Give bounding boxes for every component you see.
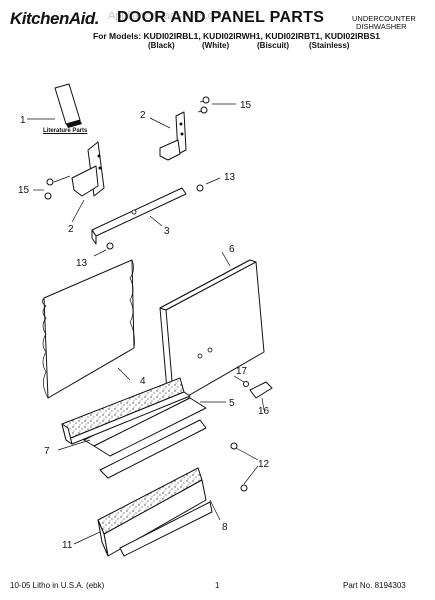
callout-13: 13 bbox=[76, 258, 88, 269]
hinge-rail bbox=[91, 187, 187, 245]
kick-plate-lower bbox=[73, 467, 221, 557]
callout-6: 6 bbox=[229, 244, 235, 255]
callout-13: 13 bbox=[224, 172, 236, 183]
callout-15: 15 bbox=[240, 100, 252, 111]
callout-2: 2 bbox=[140, 110, 146, 121]
callout-11: 11 bbox=[62, 540, 73, 551]
callout-4: 4 bbox=[140, 376, 146, 387]
screw-15-lower-a bbox=[46, 178, 54, 186]
toe-kick-upper bbox=[57, 377, 226, 479]
callout-8: 8 bbox=[222, 522, 228, 533]
screw-12-lower bbox=[240, 484, 248, 492]
callout-12: 12 bbox=[258, 459, 270, 470]
callout-1: 1 bbox=[20, 115, 26, 126]
watermark: AppliancePartsPros.com bbox=[108, 10, 229, 22]
screw-12-upper bbox=[230, 442, 238, 450]
latch-handle bbox=[249, 381, 273, 411]
screw-13-left bbox=[93, 242, 114, 257]
callout-15: 15 bbox=[18, 185, 30, 196]
models-line: For Models: KUDI02IRBL1, KUDI02IRWH1, KU… bbox=[93, 31, 381, 41]
outer-door-panel bbox=[159, 251, 265, 405]
screw-15-lower-b bbox=[44, 192, 52, 200]
brand-logo: KitchenAid. bbox=[10, 9, 99, 28]
color-black: (Black) bbox=[148, 41, 175, 50]
color-white: (White) bbox=[202, 41, 230, 50]
page-title: DOOR AND PANEL PARTS bbox=[117, 9, 325, 26]
footer-page-number: 1 bbox=[215, 581, 220, 590]
color-biscuit: (Biscuit) bbox=[257, 41, 289, 50]
callout-5: 5 bbox=[229, 398, 235, 409]
callout-16: 16 bbox=[258, 406, 270, 417]
screw-13-right bbox=[196, 177, 221, 192]
callout-3: 3 bbox=[164, 226, 170, 237]
inner-door-panel bbox=[42, 259, 135, 399]
literature-booklet bbox=[27, 83, 82, 128]
hinge-bracket-lower bbox=[71, 141, 105, 223]
category-line-2: DISHWASHER bbox=[356, 22, 407, 31]
callout-2: 2 bbox=[68, 224, 74, 235]
screw-15-upper-a bbox=[199, 96, 210, 104]
callout-7: 7 bbox=[44, 446, 50, 457]
callout-17: 17 bbox=[236, 366, 248, 377]
literature-label: Literature Parts bbox=[43, 128, 88, 134]
category-line-1: UNDERCOUNTER bbox=[352, 14, 416, 23]
hinge-bracket-upper bbox=[149, 111, 187, 161]
color-stainless: (Stainless) bbox=[309, 41, 350, 50]
footer-part-number: Part No. 8194303 bbox=[343, 581, 406, 590]
screw-15-upper-b bbox=[197, 106, 208, 114]
footer-printing: 10-05 Litho in U.S.A. (ebk) bbox=[10, 581, 105, 590]
screw-17 bbox=[233, 375, 249, 387]
